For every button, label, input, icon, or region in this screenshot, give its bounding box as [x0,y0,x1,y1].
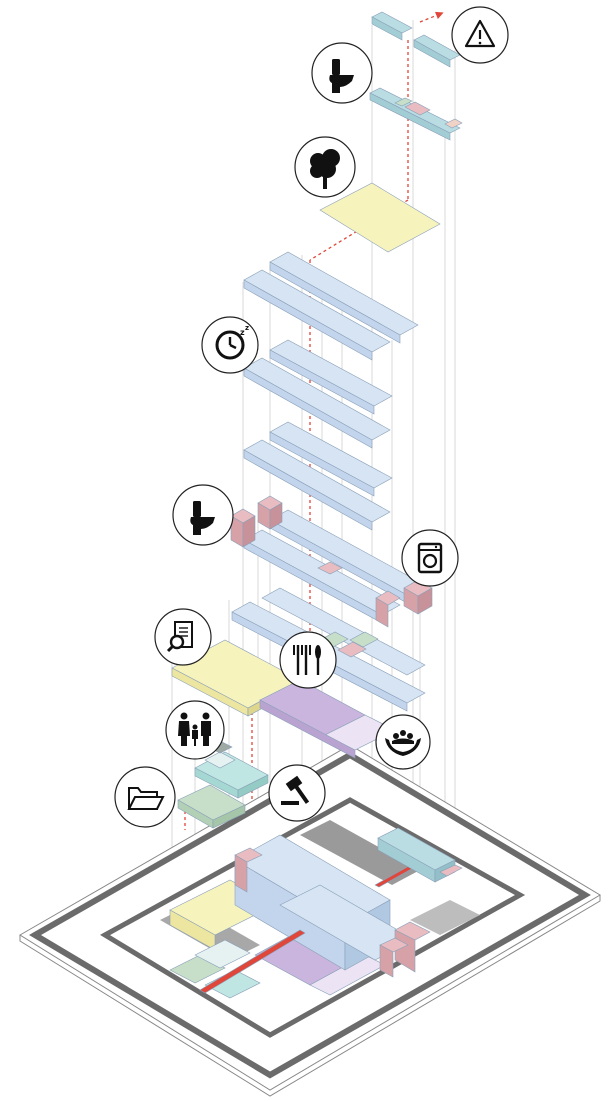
clock-sleep-icon: z z [201,316,259,374]
svg-text:z: z [245,324,249,332]
svg-text:z: z [240,328,245,337]
annex-block [377,827,463,883]
rooftop-sanitary [369,87,463,141]
entrance-level [177,784,246,829]
rooftop-technical [371,11,461,68]
residential-middle [243,339,393,531]
folder-icon [114,766,176,828]
community-care-icon [375,714,431,770]
warning-icon [451,6,509,64]
residential-upper [243,251,419,361]
cutlery-icon [279,631,337,689]
washing-machine-icon [401,529,459,587]
toilet-icon [172,484,234,546]
gavel-icon [268,764,326,822]
ground-floor-blocks [169,834,431,999]
common-level [171,639,396,759]
family-level [194,741,269,799]
family-icon [165,700,225,760]
roof-garden [319,182,441,253]
residential-lower [230,495,433,628]
tree-icon [294,136,356,198]
document-search-icon [154,608,212,666]
toilet-icon [311,42,373,104]
